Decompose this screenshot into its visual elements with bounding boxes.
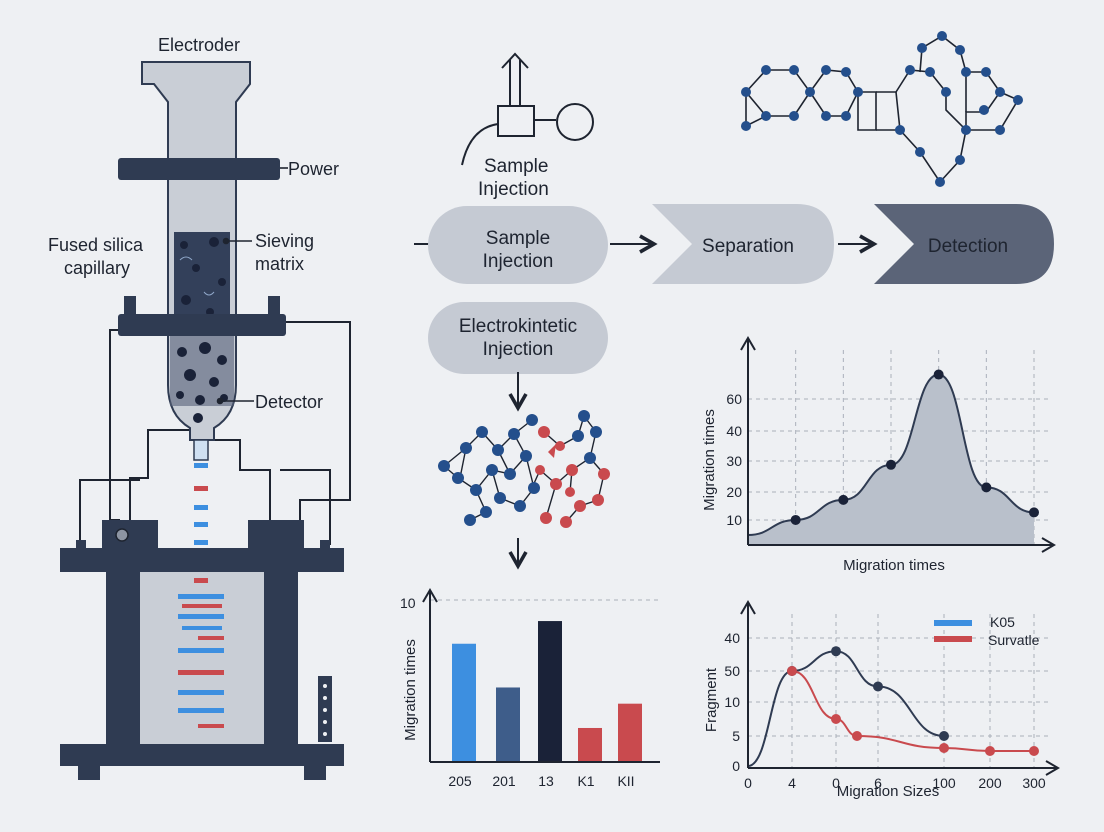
chart3-xtick: 4 — [788, 775, 796, 791]
chart2-bar — [496, 687, 520, 762]
chart3-ytick: 50 — [724, 663, 740, 679]
chart1-point — [1029, 507, 1039, 518]
chart1-point — [933, 369, 944, 380]
chart3-point — [985, 746, 995, 756]
capillary-label-2: capillary — [64, 258, 130, 278]
chart3-legend: K05 Survatle — [934, 614, 1040, 648]
power-clamp — [118, 158, 280, 180]
molecule-atoms — [741, 31, 1023, 187]
chart2-xtick: K1 — [577, 773, 594, 789]
chart1-point — [886, 459, 896, 470]
chart3-xtick: 300 — [1022, 775, 1046, 791]
chart3-xtick: 100 — [932, 775, 956, 791]
ladder-strip — [318, 676, 332, 742]
chart3-ytick: 5 — [732, 728, 740, 744]
chart2-bar — [538, 621, 562, 762]
chart2-xtick: 201 — [492, 773, 516, 789]
injection-icon-label-2: Injection — [478, 179, 549, 200]
chart3-point — [1029, 746, 1039, 756]
molecule-structure — [744, 35, 1020, 184]
electrokinetic-step-label-2: Injection — [483, 339, 554, 360]
chart3-point — [831, 714, 841, 724]
detection-step — [874, 204, 1054, 284]
migration-trace — [194, 463, 208, 561]
separation-step-label: Separation — [702, 236, 794, 257]
sample-injection-step-label-2: Injection — [483, 251, 554, 272]
gel-window — [140, 572, 264, 744]
chart1-ytick: 20 — [726, 484, 742, 500]
process-flow: Sample Injection Separation Detection El… — [414, 204, 1054, 570]
chart1-area — [748, 374, 1034, 545]
legend-series-2: Survatle — [988, 632, 1040, 648]
chart3-point — [873, 681, 883, 692]
lower-clamp — [118, 314, 286, 336]
chart3-series-1 — [747, 650, 945, 767]
chart3-xtick: 0 — [832, 775, 840, 791]
legend-series-1: K05 — [990, 614, 1015, 630]
chart3-ytick: 0 — [732, 758, 740, 774]
chart1-ylabel: Migration times — [701, 409, 718, 511]
chart2-ytick-top: 10 — [400, 595, 416, 611]
base-top — [60, 548, 344, 572]
chart3-xtick: 6 — [874, 775, 882, 791]
chart2-bar — [452, 643, 476, 762]
detection-step-label: Detection — [928, 236, 1008, 257]
base-bottom — [60, 744, 344, 766]
capillary-label-1: Fused silica — [48, 235, 144, 255]
electrokinetic-step-label-1: Electrokintetic — [459, 316, 577, 337]
chart1-point — [981, 482, 992, 493]
chart3-ylabel: Fragment — [703, 667, 720, 732]
chart2-xtick: 205 — [448, 773, 472, 789]
sieving-label-1: Sieving — [255, 231, 314, 251]
chart1-point — [838, 494, 849, 505]
chart1-point — [790, 514, 801, 525]
sieving-label-2: matrix — [255, 254, 304, 274]
chart1-ytick: 10 — [726, 512, 742, 528]
chart3-ytick: 40 — [724, 630, 740, 646]
chart2-bar — [618, 703, 642, 762]
electrokinetic-injection-step — [428, 302, 608, 374]
detector-label: Detector — [255, 392, 323, 412]
sample-injection-step-label-1: Sample — [486, 228, 550, 249]
chart1-ytick: 60 — [726, 391, 742, 407]
chart1-ytick: 30 — [726, 453, 742, 469]
chart3-point — [787, 666, 797, 676]
chart3-series-2 — [791, 670, 1034, 752]
power-label: Power — [288, 159, 339, 179]
chart1-xlabel: Migration times — [843, 557, 945, 574]
chart3-point — [831, 646, 841, 657]
chart3-xtick: 0 — [744, 775, 752, 791]
fragment-network — [438, 410, 610, 528]
right-electrode-box — [248, 520, 304, 550]
chart3-point — [939, 743, 949, 753]
chart3-point — [939, 731, 949, 741]
chart1-ytick: 40 — [726, 423, 742, 439]
chart2-xtick: 13 — [538, 773, 554, 789]
electroder-label: Electroder — [158, 35, 240, 55]
sample-injection-step — [428, 206, 608, 284]
injection-icon — [461, 52, 594, 166]
left-electrode-box — [102, 520, 158, 550]
chart3-xlabel: Migration Sizes — [837, 783, 940, 800]
gel-bands — [178, 578, 224, 728]
injection-icon-label-1: Sample — [484, 156, 548, 177]
migration-bar-chart: 10 Migration times 205 201 13 K1 KII — [400, 588, 660, 789]
separation-step — [652, 204, 834, 284]
chart3-point — [852, 731, 862, 741]
chart2-xtick: KII — [617, 773, 634, 789]
apparatus: Electroder Power Fused silica capillary … — [48, 35, 351, 780]
chart2-ylabel: Migration times — [402, 639, 419, 741]
chart3-ytick: 10 — [724, 694, 740, 710]
chart3-xtick: 200 — [978, 775, 1002, 791]
migration-area-chart: 10 20 30 40 60 Migration times Migration tim… — [701, 336, 1056, 574]
chart2-bar — [578, 727, 602, 762]
